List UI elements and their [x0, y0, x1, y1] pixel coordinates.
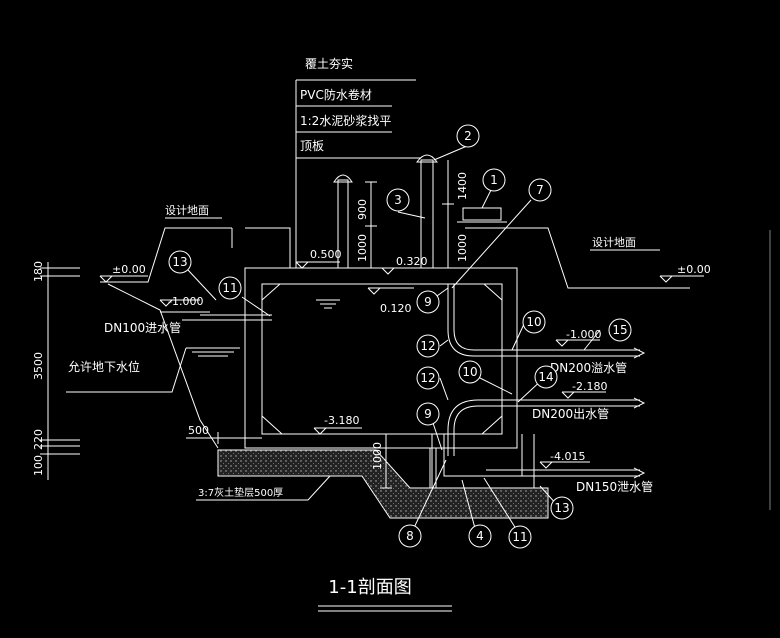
left-dim-chain [40, 262, 80, 480]
ground-right-label: 设计地面 [592, 236, 636, 249]
ground-lines [100, 227, 690, 449]
dim-sump-1000: 1000 [371, 442, 384, 470]
svg-text:9: 9 [424, 295, 432, 309]
svg-text:12: 12 [420, 371, 435, 385]
elev-right-ground-label: ±0.00 [677, 263, 711, 276]
elev-0500 [295, 261, 340, 269]
cushion-leader [196, 475, 331, 501]
elev-drain [539, 461, 590, 469]
manhole-cover [457, 207, 507, 223]
elev-0120 [367, 287, 414, 295]
callout-10-top: 10 [522, 310, 546, 334]
drawing-title: 1-1剖面图 [328, 577, 411, 598]
svg-text:13: 13 [554, 501, 569, 515]
elev-left-ground-label: ±0.00 [112, 263, 146, 276]
svg-text:3: 3 [394, 193, 402, 207]
vent-pipe-left [333, 174, 353, 269]
elev-right-ground [659, 275, 704, 283]
dim-vent-900: 900 [356, 199, 369, 220]
elev-overflow-label: -1.000 [566, 328, 601, 341]
elev-overflow [555, 339, 600, 347]
svg-text:10: 10 [462, 365, 477, 379]
layer-4-label: 顶板 [300, 139, 324, 153]
svg-text:12: 12 [420, 339, 435, 353]
svg-text:11: 11 [222, 281, 237, 295]
layer-1-label: 覆土夯实 [305, 56, 353, 71]
callout-15: 15 [608, 318, 632, 342]
callout-13-left: 13 [168, 250, 192, 274]
water-level [316, 299, 340, 309]
callout-12-mid: 12 [416, 366, 440, 390]
sump-pit [431, 434, 535, 489]
svg-text:7: 7 [536, 183, 544, 197]
outlet-pipe [447, 397, 646, 456]
water-table [66, 347, 240, 393]
overflow-pipe-label: DN200溢水管 [550, 360, 627, 375]
tank-walls [244, 267, 518, 449]
callout-10-mid: 10 [458, 360, 482, 384]
callout-13-right: 13 [550, 496, 574, 520]
callout-11-left: 11 [218, 276, 242, 300]
vent-pipe-right [392, 154, 438, 269]
dim-riser-1000: 1000 [456, 234, 469, 262]
callout-8: 8 [398, 524, 422, 548]
svg-text:15: 15 [612, 323, 627, 337]
callout-2: 2 [456, 124, 480, 148]
drain-pipe-label: DN150泄水管 [576, 479, 653, 494]
svg-text:10: 10 [526, 315, 541, 329]
callout-12-top: 12 [416, 334, 440, 358]
layer-leaders [295, 79, 416, 268]
callout-1: 1 [482, 168, 506, 192]
ground-left-label: 设计地面 [165, 204, 209, 217]
svg-text:8: 8 [406, 529, 414, 543]
callout-3: 3 [386, 188, 410, 212]
svg-text:13: 13 [172, 255, 187, 269]
elev-bottom-label: -3.180 [324, 414, 359, 427]
layer-2-label: PVC防水卷材 [300, 87, 372, 102]
elev-outlet [561, 391, 606, 399]
sump-dim [380, 433, 392, 489]
elev-left-ground [99, 275, 148, 283]
drain-pipe [429, 448, 646, 488]
wall-500-dim [186, 432, 262, 444]
dim-left-100: 100 [32, 455, 45, 476]
cushion-layer [217, 449, 549, 519]
layer-3-label: 1:2水泥砂浆找平 [300, 113, 391, 128]
dim-left-180: 180 [32, 261, 45, 282]
dim-left-3500: 3500 [32, 352, 45, 380]
callout-4: 4 [468, 524, 492, 548]
water-table-label: 允许地下水位 [68, 359, 140, 374]
elev-0120-label: 0.120 [380, 302, 412, 315]
callout-7: 7 [528, 178, 552, 202]
callout-9-bottom: 9 [416, 402, 440, 426]
elev-inlet [159, 299, 200, 307]
dim-vent-1000: 1000 [356, 234, 369, 262]
svg-text:1: 1 [490, 173, 498, 187]
elev-0500-label: 0.500 [310, 248, 342, 261]
inlet-pipe-label: DN100进水管 [104, 320, 181, 335]
dim-left-220: 220 [32, 429, 45, 450]
elev-0320-label: 0.320 [396, 255, 428, 268]
svg-text:9: 9 [424, 407, 432, 421]
dim-riser-1400: 1400 [456, 172, 469, 200]
overflow-pipe [447, 284, 646, 359]
elev-0320 [381, 267, 422, 275]
svg-text:2: 2 [464, 129, 472, 143]
elev-drain-label: -4.015 [550, 450, 585, 463]
callout-9-top: 9 [416, 290, 440, 314]
vent-dims [365, 160, 454, 269]
cushion-label: 3:7灰土垫层500厚 [198, 486, 283, 499]
callout-14: 14 [534, 365, 558, 389]
outlet-pipe-label: DN200出水管 [532, 406, 609, 421]
elev-inlet-label: -1.000 [168, 295, 203, 308]
callout-11-bottom: 11 [508, 525, 532, 549]
svg-text:11: 11 [512, 530, 527, 544]
svg-text:4: 4 [476, 529, 484, 543]
svg-text:14: 14 [538, 370, 553, 384]
dim-wall-500: 500 [188, 424, 209, 437]
elev-bottom [313, 427, 362, 435]
elev-outlet-label: -2.180 [572, 380, 607, 393]
inlet-pipe [182, 314, 272, 321]
